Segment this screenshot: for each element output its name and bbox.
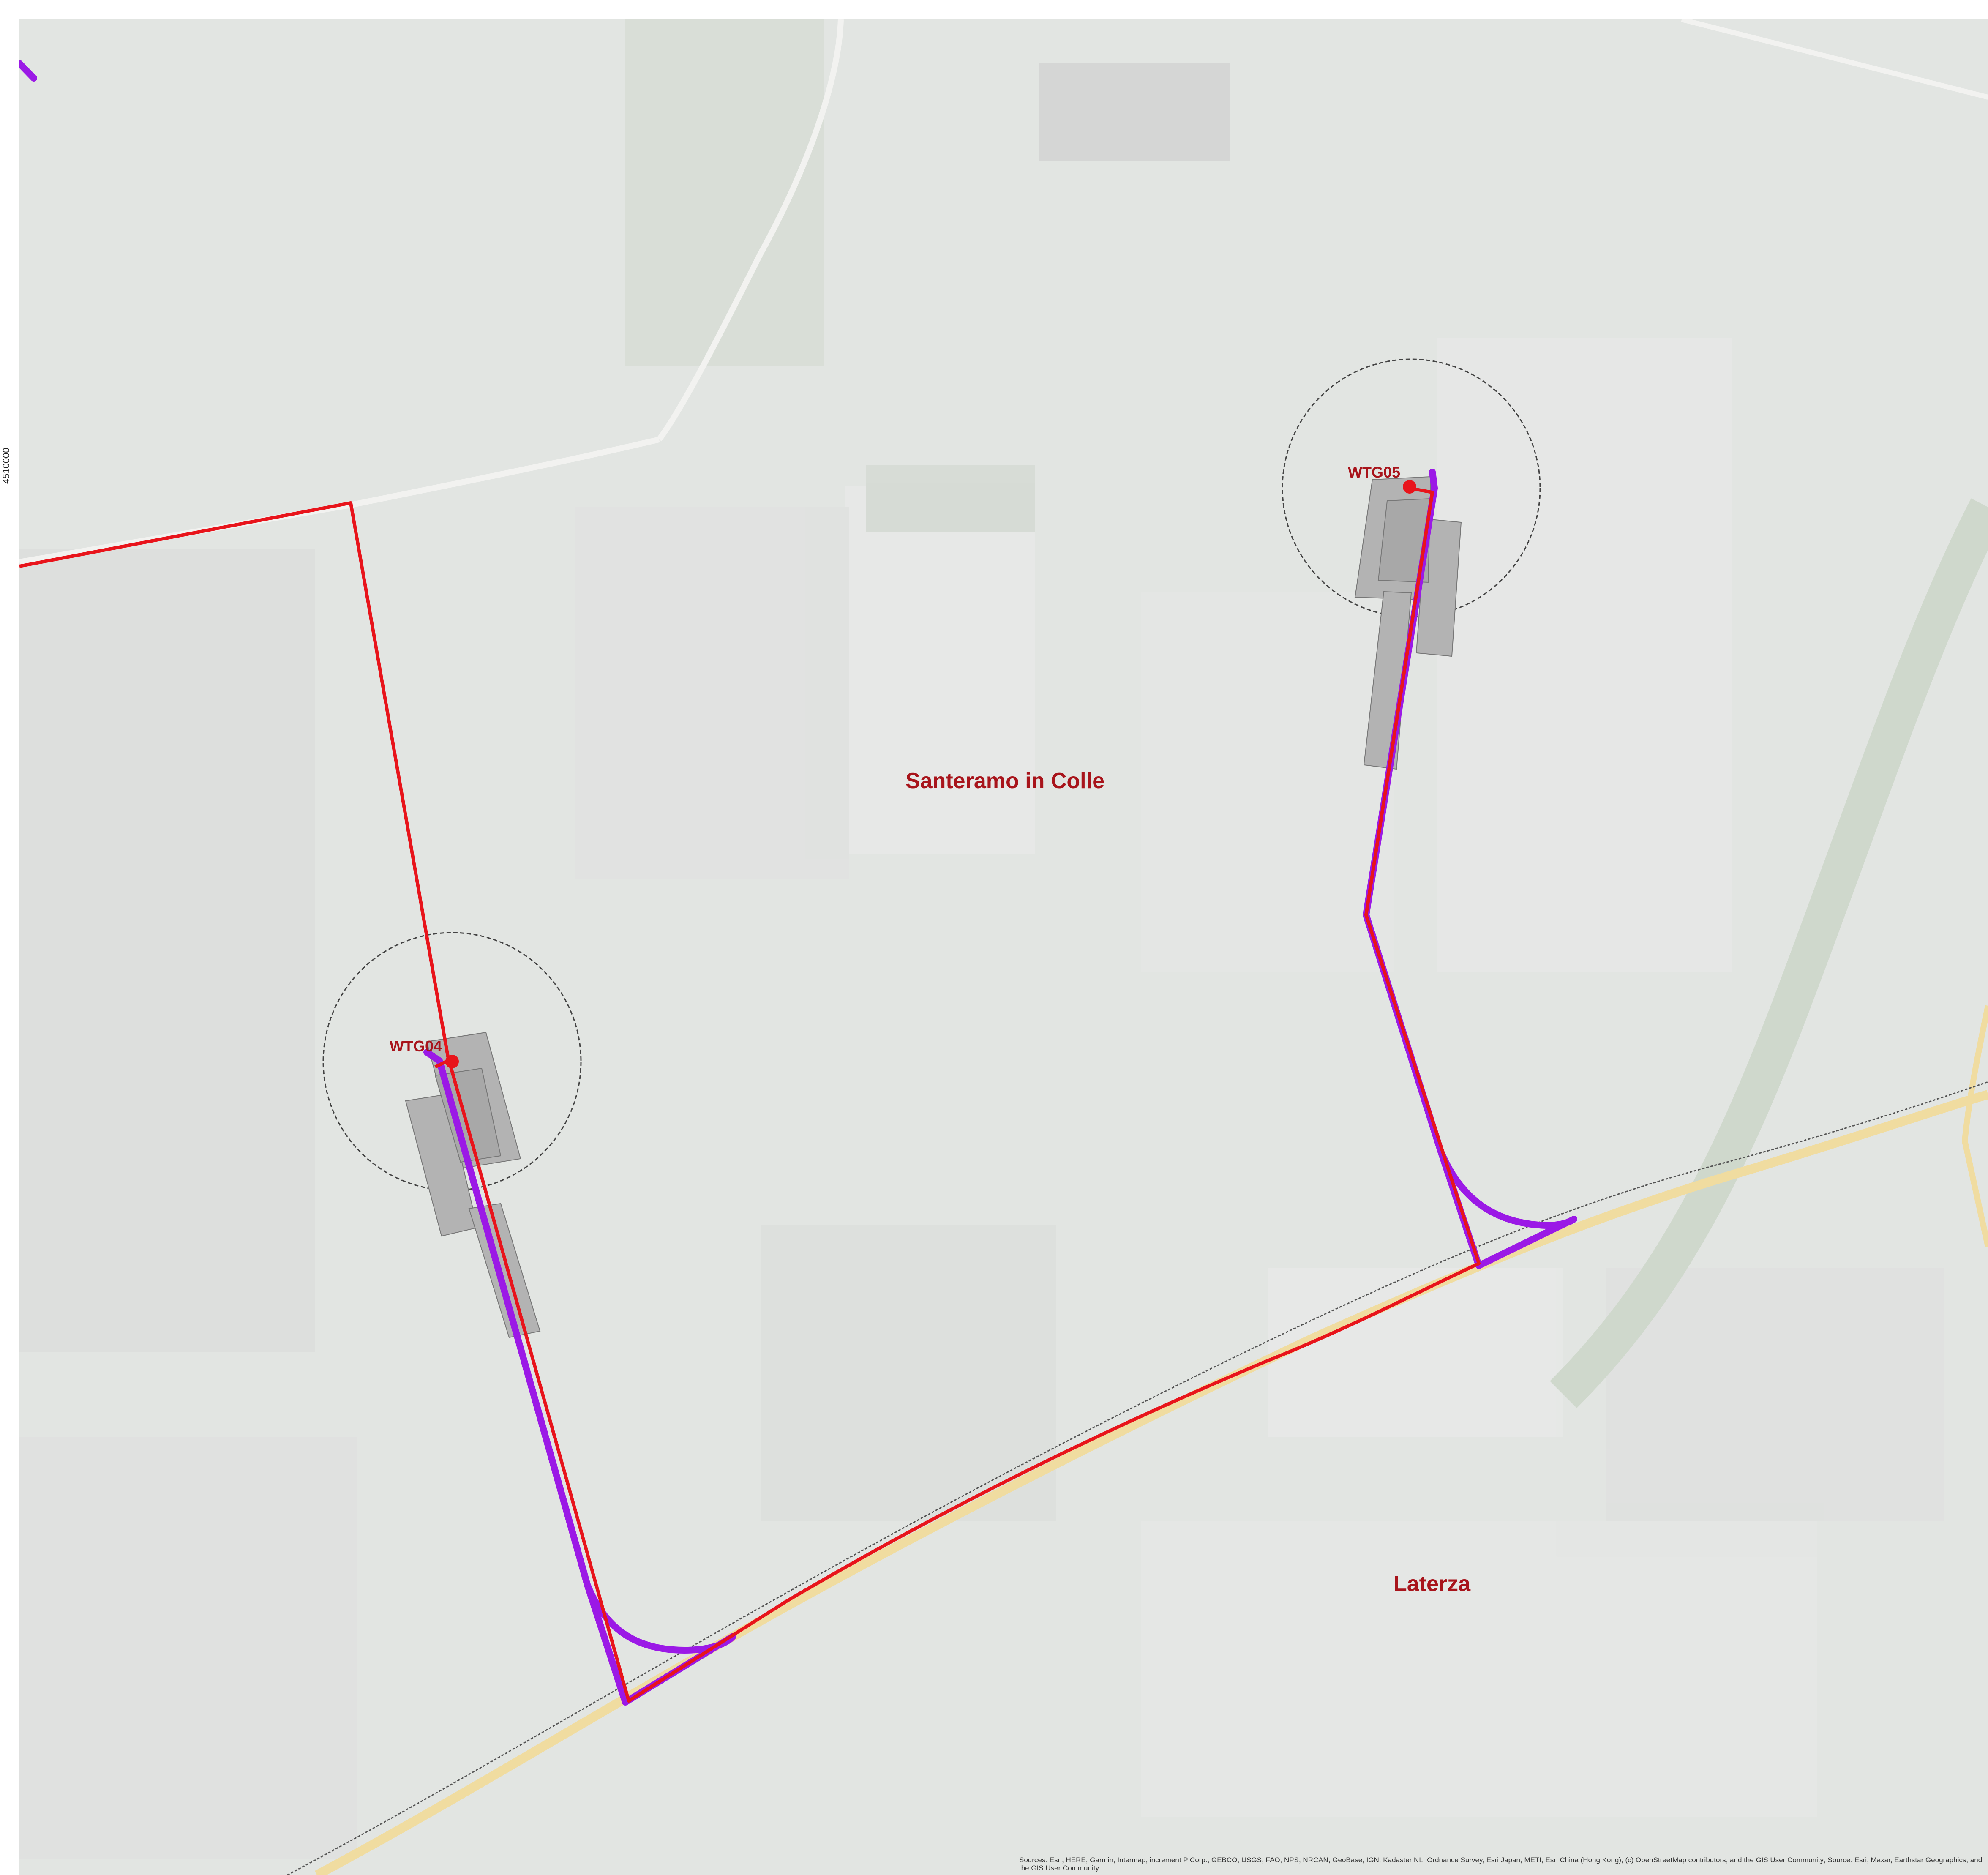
local-road-north [657, 19, 844, 442]
municipality-label-laterza: Laterza [1394, 1572, 1471, 1596]
wtg05-label: WTG05 [1348, 464, 1400, 481]
wtg05-platform [1354, 476, 1462, 770]
wtg05-turbine-marker[interactable] [1403, 480, 1416, 494]
railway [287, 1081, 1988, 1875]
grid-coordinate-label: 4510000 [1, 448, 11, 484]
wtg04-label: WTG04 [390, 1037, 442, 1055]
municipality-label-santeramo: Santeramo in Colle [905, 769, 1104, 793]
river-vegetation [1550, 498, 1988, 1408]
local-road-west [19, 437, 660, 565]
field-patches [19, 19, 1944, 1859]
wtg04-buffer-circle [322, 932, 582, 1191]
local-road-northeast [1681, 19, 1988, 100]
attribution-text: Sources: Esri, HERE, Garmin, Intermap, i… [1019, 1856, 1983, 1872]
road-east [1961, 1005, 1988, 1247]
wtg04-turbine-marker[interactable] [445, 1055, 459, 1068]
wtg05-buffer-circle [1282, 358, 1541, 618]
